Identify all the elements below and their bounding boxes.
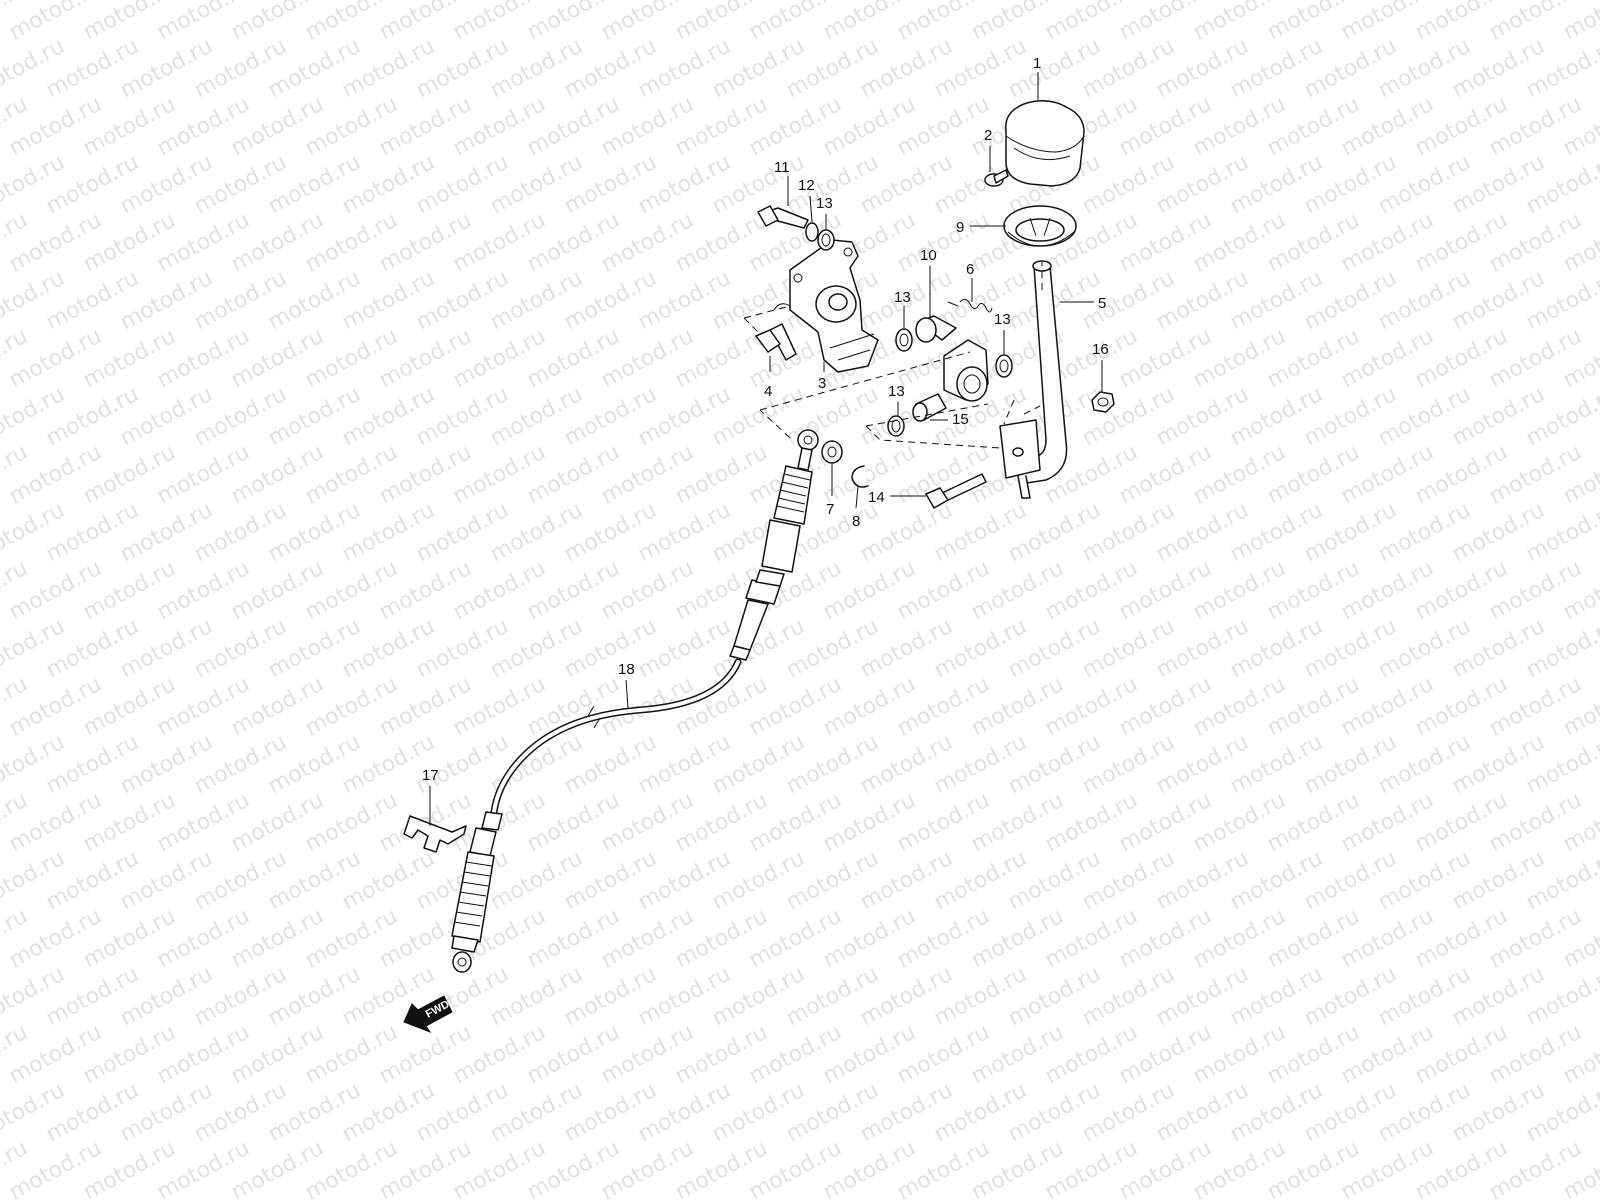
label-part-1[interactable]: 1 bbox=[1033, 55, 1041, 72]
pivot-housing bbox=[943, 339, 989, 402]
label-part-6[interactable]: 6 bbox=[966, 261, 974, 278]
part-12-washer[interactable] bbox=[805, 222, 819, 242]
label-part-11[interactable]: 11 bbox=[774, 159, 790, 176]
part-17-cable-clip[interactable] bbox=[403, 815, 467, 853]
part-3-bracket[interactable] bbox=[789, 239, 879, 373]
part-2-screw[interactable] bbox=[984, 169, 1009, 187]
part-10-pivot-pin[interactable] bbox=[915, 315, 957, 343]
label-part-15[interactable]: 15 bbox=[952, 411, 969, 428]
part-labels: 1 2 3 4 5 6 7 8 9 10 11 12 13 13 13 13 1… bbox=[422, 55, 1109, 784]
label-part-12[interactable]: 12 bbox=[798, 177, 815, 194]
fwd-arrow-icon: FWD bbox=[403, 995, 453, 1034]
label-part-2[interactable]: 2 bbox=[984, 127, 992, 144]
label-part-4[interactable]: 4 bbox=[764, 383, 772, 400]
label-part-18[interactable]: 18 bbox=[618, 661, 635, 678]
part-5-shift-lever[interactable] bbox=[999, 260, 1068, 499]
label-part-8[interactable]: 8 bbox=[852, 513, 860, 530]
label-part-7[interactable]: 7 bbox=[826, 501, 834, 518]
leader-lines bbox=[429, 72, 1103, 826]
label-part-13b[interactable]: 13 bbox=[894, 289, 911, 306]
part-11-bolt[interactable] bbox=[757, 205, 809, 229]
part-4-bolt[interactable] bbox=[755, 303, 797, 361]
label-part-13c[interactable]: 13 bbox=[994, 311, 1011, 328]
part-1-knob[interactable] bbox=[1005, 100, 1085, 187]
part-14-bolt[interactable] bbox=[925, 473, 987, 509]
label-part-5[interactable]: 5 bbox=[1098, 295, 1106, 312]
part-13a-o-ring[interactable] bbox=[817, 229, 835, 251]
label-part-10[interactable]: 10 bbox=[920, 247, 937, 264]
label-part-13d[interactable]: 13 bbox=[888, 383, 905, 400]
part-9-boot[interactable] bbox=[1003, 205, 1077, 247]
part-16-nut[interactable] bbox=[1091, 391, 1115, 413]
assembly-lines bbox=[743, 262, 1043, 449]
part-6-spring[interactable] bbox=[947, 298, 993, 313]
label-part-3[interactable]: 3 bbox=[818, 375, 826, 392]
part-13d-o-ring[interactable] bbox=[887, 415, 905, 437]
label-part-9[interactable]: 9 bbox=[956, 219, 964, 236]
label-part-17[interactable]: 17 bbox=[422, 767, 439, 784]
label-part-14[interactable]: 14 bbox=[868, 489, 885, 506]
part-7-washer[interactable] bbox=[821, 440, 843, 464]
label-part-16[interactable]: 16 bbox=[1092, 341, 1109, 358]
label-part-13a[interactable]: 13 bbox=[816, 195, 833, 212]
part-13b-o-ring[interactable] bbox=[895, 328, 913, 352]
part-8-e-clip[interactable] bbox=[851, 465, 869, 488]
part-18-shift-cable[interactable] bbox=[451, 429, 819, 973]
part-13c-o-ring[interactable] bbox=[995, 354, 1013, 378]
